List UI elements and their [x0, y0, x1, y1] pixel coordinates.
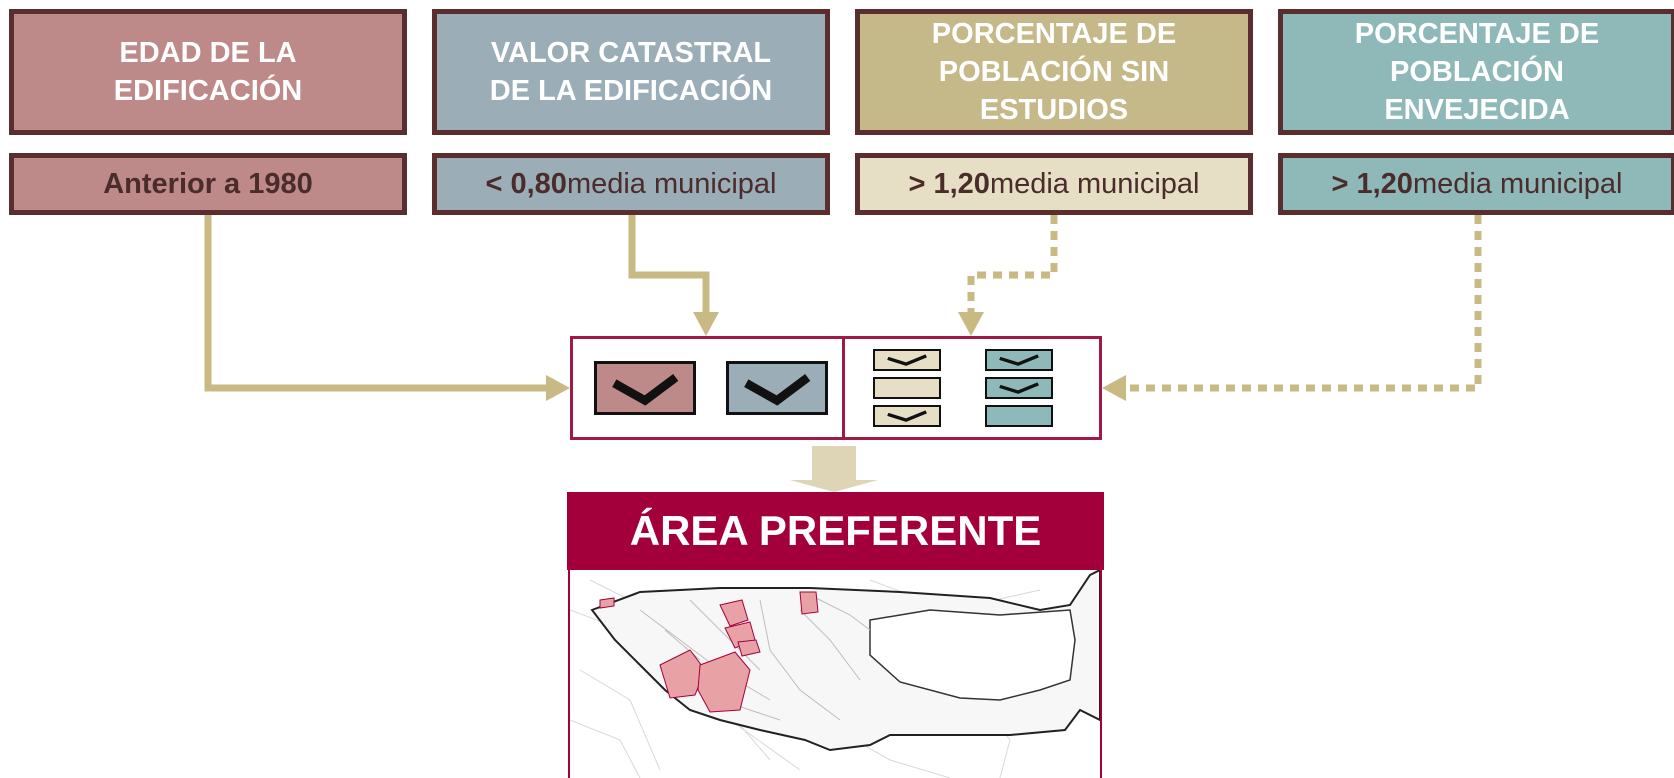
factor-title-edad: EDAD DE LA EDIFICACIÓN	[9, 9, 407, 135]
connector-envejecida	[1102, 215, 1482, 401]
arrowhead-left-icon	[1102, 375, 1126, 401]
connector-valor-catastral	[628, 215, 719, 336]
criterion-envejecida: > 1,20 media municipal	[1278, 153, 1674, 215]
map-drawing	[570, 570, 1100, 778]
criterion-edad: Anterior a 1980	[9, 153, 407, 215]
check-mark-icon	[999, 354, 1039, 366]
check-mark-icon	[744, 373, 811, 406]
arrow-down-to-result	[790, 446, 878, 492]
checkbox-estudios-1	[873, 349, 941, 371]
preferential-areas	[599, 591, 819, 713]
result-title: ÁREA PREFERENTE	[567, 492, 1104, 570]
checkbox-estudios-2	[873, 377, 941, 399]
required-checks-panel	[570, 336, 845, 440]
connector-sin-estudios	[958, 215, 1058, 336]
factor-title-envejecida: PORCENTAJE DE POBLACIÓN ENVEJECIDA	[1278, 9, 1674, 135]
checkbox-valor-catastral	[726, 361, 828, 415]
criterion-sin-estudios: > 1,20 media municipal	[855, 153, 1253, 215]
check-mark-icon	[999, 382, 1039, 394]
district-map-image	[568, 570, 1102, 778]
checkbox-edad	[594, 361, 696, 415]
arrowhead-right-icon	[546, 375, 570, 401]
criterion-valor-catastral: < 0,80 media municipal	[432, 153, 830, 215]
criterion-estudios-strong: > 1,20	[908, 167, 990, 200]
checkbox-envejecida-1	[985, 349, 1053, 371]
check-mark-icon	[887, 410, 927, 422]
factor-title-sin-estudios: PORCENTAJE DE POBLACIÓN SIN ESTUDIOS	[855, 9, 1253, 135]
factor-title-valor-catastral: VALOR CATASTRAL DE LA EDIFICACIÓN	[432, 9, 830, 135]
checkbox-estudios-3	[873, 405, 941, 427]
checkbox-envejecida-3	[985, 405, 1053, 427]
criterion-envejecida-strong: > 1,20	[1331, 167, 1413, 200]
alternative-checks-panel	[842, 336, 1102, 440]
check-mark-icon	[612, 373, 679, 406]
check-mark-icon	[887, 354, 927, 366]
checkbox-envejecida-2	[985, 377, 1053, 399]
criterion-edad-strong: Anterior a 1980	[103, 167, 313, 200]
criterion-estudios-rest: media municipal	[989, 167, 1200, 200]
arrowhead-down-icon	[693, 312, 719, 336]
criterion-valor-rest: media municipal	[566, 167, 777, 200]
criterion-envejecida-rest: media municipal	[1412, 167, 1623, 200]
criterion-valor-strong: < 0,80	[485, 167, 567, 200]
arrowhead-down-icon	[958, 312, 984, 336]
connector-edad	[204, 215, 570, 401]
